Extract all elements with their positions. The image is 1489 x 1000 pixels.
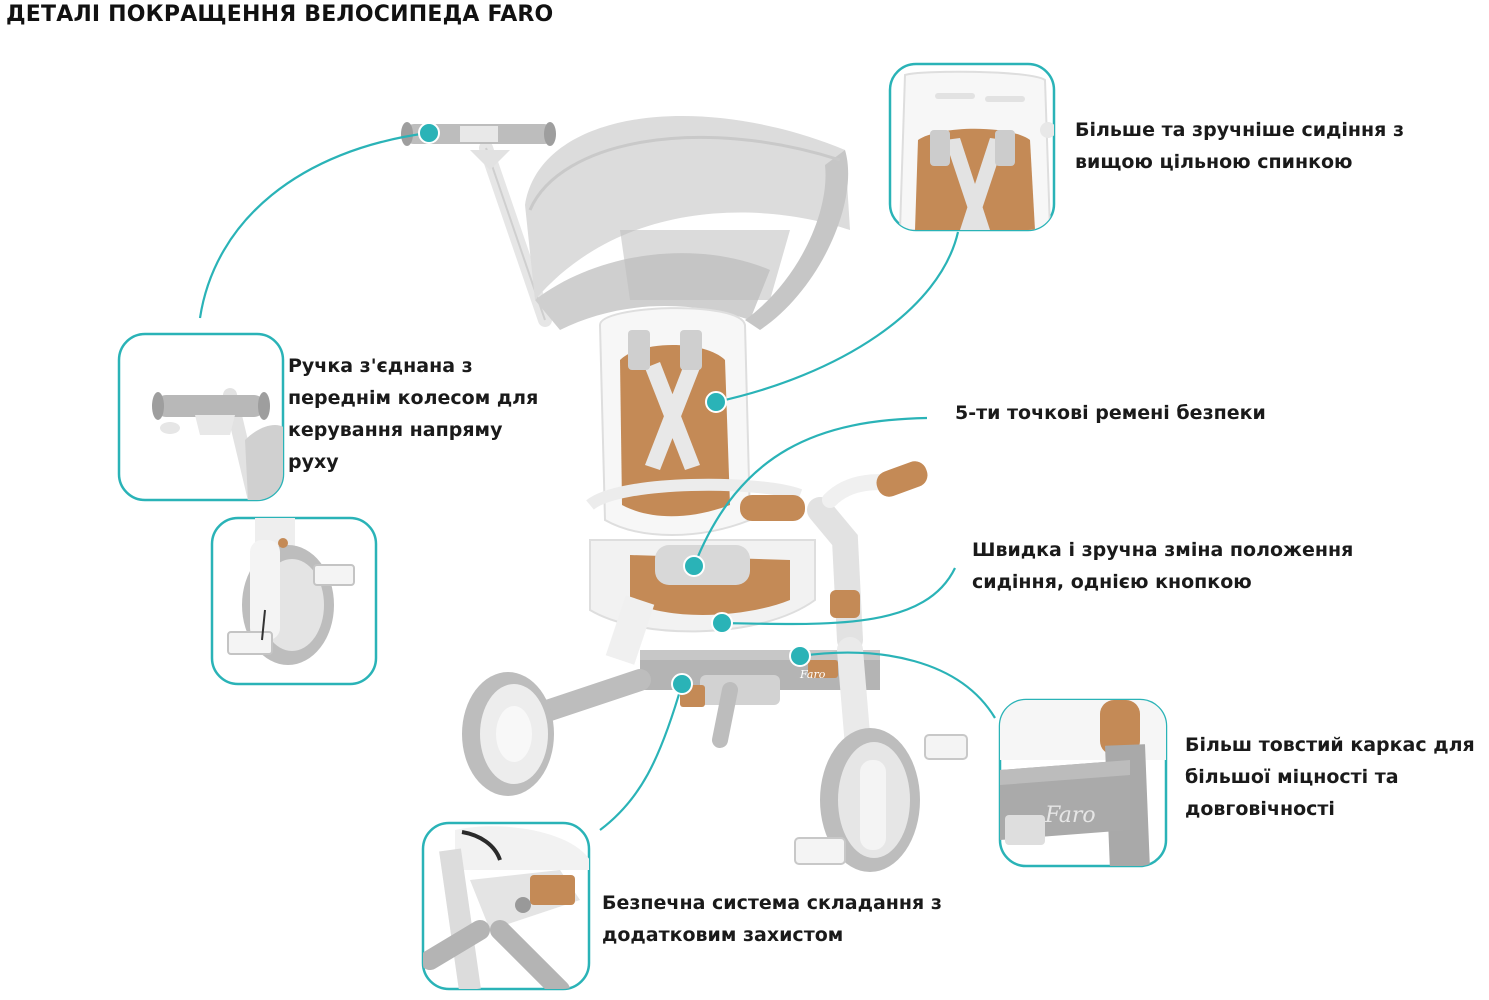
leader-seat-position	[721, 567, 956, 626]
feature-seat-line: вищою цільною спинкою	[1075, 151, 1353, 173]
marker-seat-position	[711, 612, 733, 634]
closeup-frame: Faro	[998, 698, 1168, 868]
feature-handle-line: переднім колесом для	[288, 387, 539, 409]
feature-seat-text: Більше та зручніше сидіння з вищою цільн…	[1075, 114, 1404, 178]
closeup-folding	[421, 821, 591, 991]
leader-handle	[198, 131, 429, 319]
feature-handle-line: руху	[288, 451, 339, 473]
feature-frame-line: більшої міцності та	[1185, 766, 1399, 788]
bike-illustration: Faro	[401, 115, 968, 872]
feature-seat-line: Більше та зручніше сидіння з	[1075, 119, 1404, 141]
feature-folding-line: Безпечна система складання з	[602, 892, 942, 914]
closeup-handle	[117, 332, 285, 502]
feature-handle-line: Ручка з'єднана з	[288, 355, 473, 377]
frame-closeup-brand-mark: Faro	[1044, 803, 1096, 828]
feature-frame-line: Більш товстий каркас для	[1185, 734, 1475, 756]
marker-frame	[789, 645, 811, 667]
marker-folding	[671, 673, 693, 695]
feature-frame-text: Більш товстий каркас для більшої міцност…	[1185, 729, 1475, 825]
leader-frame	[799, 651, 996, 719]
frame-brand-mark: Faro	[799, 668, 826, 681]
page-title: ДЕТАЛІ ПОКРАЩЕННЯ ВЕЛОСИПЕДА FARO	[6, 2, 554, 27]
marker-seat	[705, 391, 727, 413]
leader-folding	[599, 683, 684, 831]
feature-seat-position-text: Швидка і зручна зміна положення сидіння,…	[972, 534, 1353, 598]
feature-belts-line: 5-ти точкові ремені безпеки	[955, 402, 1266, 424]
closeup-front-wheel	[210, 516, 378, 686]
marker-handle	[418, 122, 440, 144]
feature-handle-text: Ручка з'єднана з переднім колесом для ке…	[288, 350, 538, 478]
feature-seat-position-line: Швидка і зручна зміна положення	[972, 539, 1354, 561]
feature-folding-line: додатковим захистом	[602, 924, 844, 946]
marker-belts	[683, 555, 705, 577]
leader-seat	[715, 231, 960, 404]
feature-folding-text: Безпечна система складання з додатковим …	[602, 887, 942, 951]
feature-seat-position-line: сидіння, однією кнопкою	[972, 571, 1252, 593]
feature-belts-text: 5-ти точкові ремені безпеки	[955, 397, 1266, 429]
closeup-seat	[888, 62, 1056, 232]
feature-frame-line: довговічності	[1185, 798, 1335, 820]
feature-handle-line: керування напряму	[288, 419, 503, 441]
leader-belts	[692, 416, 928, 567]
